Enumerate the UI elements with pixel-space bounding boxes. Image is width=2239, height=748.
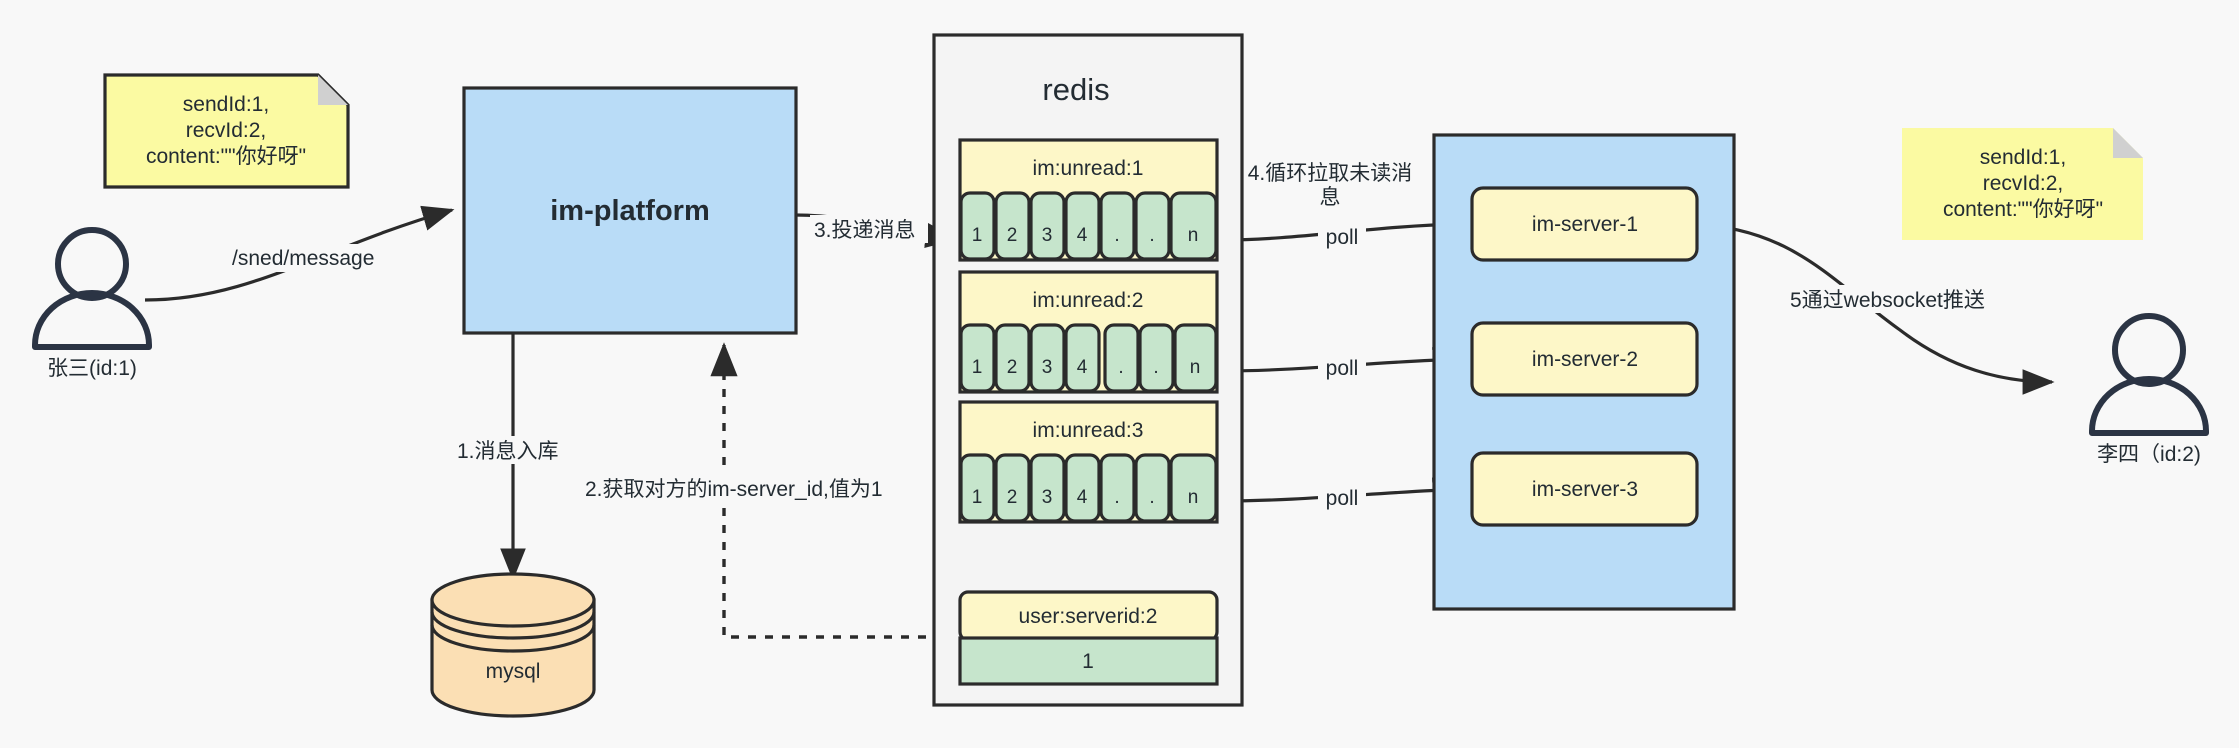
redis-cell: 1 [972,357,983,378]
im-platform-label: im-platform [550,195,710,227]
person-icon [55,227,129,301]
redis-key-block-0[interactable]: im:unread:1 1 2 3 4 . . n [958,138,1219,262]
edge-label-step3: 3.投递消息 [814,219,916,242]
edges-layer [144,205,2055,639]
edge-redis-to-platform-dotted [710,342,960,639]
redis-user-serverid-key: user:serverid:2 [1019,605,1158,628]
redis-cells-0: 1 2 3 4 . . n [959,191,1218,261]
edge-label-step4-line1: 4.循环拉取未读消 [1248,162,1413,185]
note-right-line-1: recvId:2, [1983,172,2064,195]
note-left-line-1: recvId:2, [186,119,267,142]
redis-cell: n [1190,357,1201,378]
mysql-label: mysql [486,660,541,683]
edge-label-send-message: /sned/message [232,247,374,270]
edge-label-step1: 1.消息入库 [457,440,559,463]
redis-cell: 2 [1007,357,1018,378]
redis-key-label-2: im:unread:3 [1033,419,1144,442]
node-mysql[interactable]: mysql [430,572,596,718]
edge-label-step5: 5通过websocket推送 [1790,289,1985,312]
message-payload-note-right: sendId:1, recvId:2, content:""你好呀" [1902,128,2143,240]
node-im-server-2[interactable]: im-server-2 [1470,321,1699,397]
node-server-cluster[interactable]: im-server-1 im-server-2 im-server-3 [1432,133,1736,611]
redis-key-block-1[interactable]: im:unread:2 1 2 3 4 . . n [958,270,1219,394]
redis-key-label-0: im:unread:1 [1033,157,1144,180]
node-im-platform[interactable]: im-platform [462,86,798,335]
edge-label-poll-3: poll [1326,487,1359,510]
person-icon [2112,313,2186,387]
edge-label-poll-2: poll [1326,357,1359,380]
redis-cells-2: 1 2 3 4 . . n [959,453,1218,523]
redis-cells-1: 1 2 3 4 . . n [959,323,1218,393]
actor-sender[interactable]: 张三(id:1) [32,227,152,380]
note-left-line-0: sendId:1, [183,93,269,116]
redis-cell: . [1114,225,1119,246]
redis-cell: 4 [1077,225,1088,246]
node-im-server-3[interactable]: im-server-3 [1470,451,1699,527]
database-cylinder-icon [430,598,596,718]
redis-key-label-1: im:unread:2 [1033,289,1144,312]
redis-cell: 2 [1007,487,1018,508]
redis-cell: 2 [1007,225,1018,246]
redis-cell: 4 [1077,487,1088,508]
redis-cell: . [1114,487,1119,508]
message-payload-note-left: sendId:1, recvId:2, content:""你好呀" [103,73,350,189]
im-server-3-label: im-server-3 [1532,478,1638,501]
redis-cell: . [1118,357,1123,378]
redis-cell: 1 [972,225,983,246]
redis-cell: 3 [1042,225,1053,246]
redis-cell: n [1188,487,1199,508]
redis-cell: 4 [1077,357,1088,378]
person-body-icon [2089,376,2209,436]
redis-cell: 3 [1042,357,1053,378]
edge-label-step2: 2.获取对方的im-server_id,值为1 [585,478,883,501]
redis-cell: 1 [972,487,983,508]
person-body-icon [32,290,152,350]
node-im-server-1[interactable]: im-server-1 [1470,186,1699,262]
note-right-line-0: sendId:1, [1980,146,2066,169]
redis-user-serverid-block[interactable]: user:serverid:2 1 [958,590,1219,686]
actor-receiver-label: 李四（id:2) [2097,443,2201,466]
redis-label: redis [1042,72,1109,107]
redis-cell: n [1188,225,1199,246]
actor-sender-label: 张三(id:1) [47,357,137,380]
redis-cell: 3 [1042,487,1053,508]
im-server-1-label: im-server-1 [1532,213,1638,236]
redis-cell: . [1149,225,1154,246]
edge-label-poll-1: poll [1326,226,1359,249]
edge-label-step4-line2: 息 [1320,186,1341,209]
redis-user-serverid-value: 1 [1082,650,1094,673]
actor-receiver[interactable]: 李四（id:2) [2089,313,2209,466]
redis-cell: . [1149,487,1154,508]
redis-cell: . [1153,357,1158,378]
note-right-line-2: content:""你好呀" [1943,198,2103,221]
im-server-2-label: im-server-2 [1532,348,1638,371]
edge-labels-layer: /sned/message 1.消息入库 2.获取对方的im-server_id… [228,162,1994,510]
edge-websocket-push [1680,222,2055,395]
note-left-line-2: content:""你好呀" [146,145,306,168]
redis-key-block-2[interactable]: im:unread:3 1 2 3 4 . . n [958,400,1219,524]
